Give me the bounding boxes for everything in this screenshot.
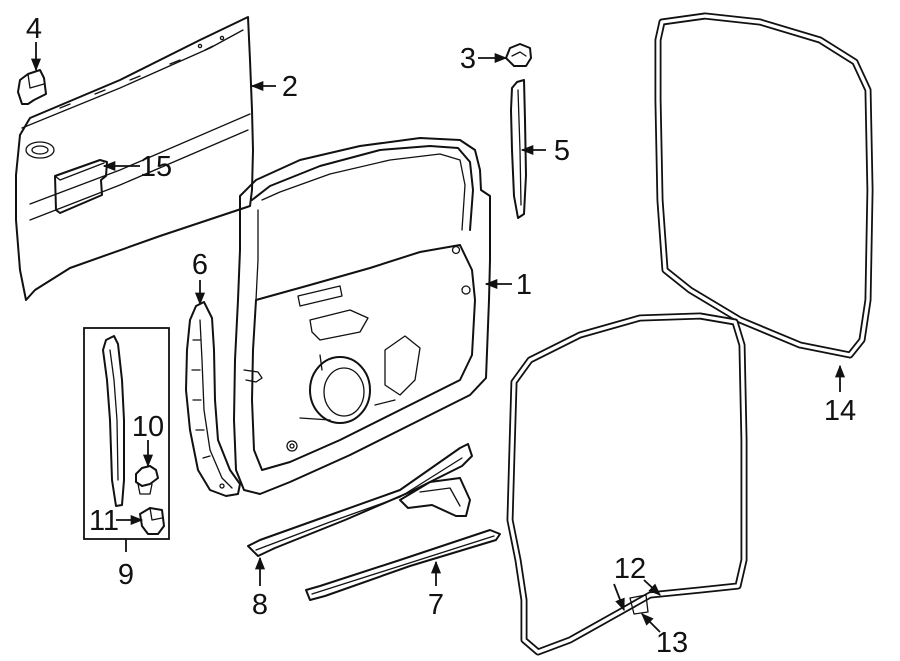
callout-1: 1 bbox=[516, 269, 532, 301]
callout-8: 8 bbox=[252, 589, 268, 621]
inner-door-shell-part-1 bbox=[233, 137, 491, 495]
callout-7: 7 bbox=[428, 589, 444, 621]
door-insulator-pad-part-15 bbox=[54, 159, 108, 214]
callout-6: 6 bbox=[192, 249, 208, 281]
callout-15: 15 bbox=[140, 151, 172, 183]
callout-14: 14 bbox=[824, 395, 856, 427]
bracket-part-4 bbox=[17, 69, 47, 105]
callout-5: 5 bbox=[554, 135, 570, 167]
door-reinforcement-part-6 bbox=[185, 301, 241, 497]
callout-12: 12 bbox=[614, 553, 646, 585]
callout-11: 11 bbox=[89, 505, 119, 537]
sill-strip-part-7 bbox=[305, 529, 501, 601]
retainer-clip-part-11 bbox=[139, 507, 165, 535]
callout-3: 3 bbox=[460, 43, 476, 75]
window-weatherstrip-part-14 bbox=[654, 12, 874, 359]
callout-labels: 2 1 3 4 5 6 7 8 9 10 11 12 13 14 15 bbox=[26, 13, 856, 659]
callout-4: 4 bbox=[26, 13, 42, 45]
outer-door-skin-part-2 bbox=[15, 16, 254, 301]
callout-13: 13 bbox=[656, 627, 688, 659]
door-opening-seal-part-12 bbox=[506, 312, 748, 656]
callout-2: 2 bbox=[282, 71, 298, 103]
window-frame-channel-part-5 bbox=[510, 79, 527, 219]
callout-10: 10 bbox=[132, 411, 164, 443]
lower-rail-part-8 bbox=[247, 443, 473, 557]
push-clip-part-10 bbox=[135, 465, 159, 495]
upper-clip-part-3 bbox=[505, 43, 532, 67]
leader-arrows bbox=[30, 42, 846, 633]
callout-9: 9 bbox=[118, 559, 134, 591]
